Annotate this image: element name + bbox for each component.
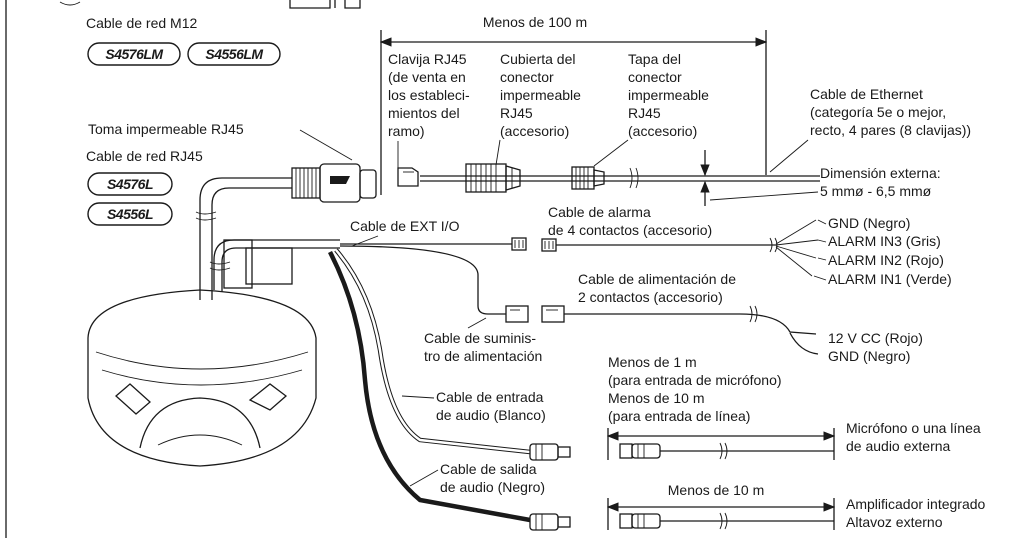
svg-text:Cable de salida: Cable de salida — [440, 461, 537, 477]
svg-text:conector: conector — [500, 69, 554, 85]
svg-text:Menos de 1 m: Menos de 1 m — [608, 354, 697, 370]
svg-text:Amplificador integrado: Amplificador integrado — [846, 496, 986, 512]
rj45-socket-label: Toma impermeable RJ45 — [88, 121, 244, 137]
svg-text:de 4 contactos (accesorio): de 4 contactos (accesorio) — [548, 222, 712, 238]
power-wire-labels: 12 V CC (Rojo) GND (Negro) — [828, 330, 923, 364]
cap-label: Tapa del conector impermeable RJ45 (acce… — [628, 51, 709, 139]
badge-rj45-2: S4556L — [107, 206, 153, 222]
power-connector-icon — [541, 305, 565, 323]
m12-cable-label: Cable de red M12 — [86, 15, 198, 31]
svg-text:impermeable: impermeable — [500, 87, 581, 103]
svg-text:(categoría 5e o mejor,: (categoría 5e o mejor, — [810, 104, 946, 120]
badge-outline-m12-1 — [87, 42, 181, 66]
m12-badges: S4576LM S4556LM — [87, 42, 281, 66]
svg-text:conector: conector — [628, 69, 682, 85]
svg-text:de audio (Negro): de audio (Negro) — [440, 479, 545, 495]
power-supply-label: Cable de suminis- tro de alimentación — [424, 330, 542, 364]
badge-rj45-1: S4576L — [107, 176, 153, 192]
power-cable-acc-label: Cable de alimentación de 2 contactos (ac… — [578, 271, 736, 305]
svg-text:Altavoz externo: Altavoz externo — [846, 514, 943, 530]
ethernet-cable-label: Cable de Ethernet (categoría 5e o mejor,… — [810, 86, 971, 138]
svg-text:(para entrada de micrófono): (para entrada de micrófono) — [608, 372, 782, 388]
svg-text:ALARM IN2 (Rojo): ALARM IN2 (Rojo) — [828, 252, 944, 268]
svg-text:impermeable: impermeable — [628, 87, 709, 103]
rj45-plug-label: Clavija RJ45 (de venta en los estableci-… — [388, 51, 470, 139]
svg-text:tro de alimentación: tro de alimentación — [424, 348, 542, 364]
svg-text:ALARM IN3 (Gris): ALARM IN3 (Gris) — [828, 233, 941, 249]
amp-target-label: Amplificador integrado Altavoz externo — [846, 496, 986, 530]
svg-text:GND (Negro): GND (Negro) — [828, 215, 910, 231]
svg-text:Cable de Ethernet: Cable de Ethernet — [810, 86, 923, 102]
svg-text:recto, 4 pares (8 clavijas)): recto, 4 pares (8 clavijas)) — [810, 122, 971, 138]
rj45-cable — [195, 163, 377, 300]
rj45-plug-icon — [397, 167, 419, 187]
svg-text:GND (Negro): GND (Negro) — [828, 348, 910, 364]
svg-text:ramo): ramo) — [388, 123, 425, 139]
badge-outline-m12-2 — [187, 42, 281, 66]
connector-cover-icon — [465, 163, 521, 193]
svg-text:Menos de 10 m: Menos de 10 m — [608, 390, 705, 406]
rj45-badges: S4576L S4556L — [87, 172, 173, 226]
audio-in-label: Cable de entrada de audio (Blanco) — [436, 389, 546, 423]
ethernet-cable — [397, 163, 820, 193]
svg-text:Micrófono o una línea: Micrófono o una línea — [846, 420, 981, 436]
audio-in-connector-icon — [529, 443, 571, 461]
mic-length-label: Menos de 1 m (para entrada de micrófono)… — [608, 354, 782, 424]
svg-text:RJ45: RJ45 — [500, 105, 533, 121]
svg-text:Dimensión externa:: Dimensión externa: — [820, 165, 941, 181]
svg-text:Cubierta del: Cubierta del — [500, 51, 576, 67]
alarm-cable-label: Cable de alarma de 4 contactos (accesori… — [548, 204, 712, 238]
svg-text:RJ45: RJ45 — [628, 105, 661, 121]
svg-text:Cable de alarma: Cable de alarma — [548, 204, 651, 220]
top-connector-partial — [59, 0, 361, 9]
svg-text:12 V CC (Rojo): 12 V CC (Rojo) — [828, 330, 923, 346]
rj45-cable-label: Cable de red RJ45 — [86, 148, 203, 164]
audio-out-label: Cable de salida de audio (Negro) — [440, 461, 545, 495]
amp-plug-icon — [619, 512, 834, 530]
svg-text:de audio externa: de audio externa — [846, 438, 951, 454]
svg-text:los estableci-: los estableci- — [388, 87, 470, 103]
svg-text:Tapa del: Tapa del — [628, 51, 681, 67]
badge-m12-2: S4556LM — [205, 46, 263, 62]
svg-text:Cable de alimentación de: Cable de alimentación de — [578, 271, 736, 287]
badge-m12-1: S4576LM — [105, 46, 163, 62]
svg-text:(accesorio): (accesorio) — [500, 123, 569, 139]
svg-text:Cable de entrada: Cable de entrada — [436, 389, 544, 405]
connector-cap-icon — [571, 166, 605, 190]
svg-text:Clavija RJ45: Clavija RJ45 — [388, 51, 467, 67]
audio-out-connector-icon — [529, 513, 571, 531]
cover-label: Cubierta del conector impermeable RJ45 (… — [500, 51, 581, 139]
svg-text:2 contactos (accesorio): 2 contactos (accesorio) — [578, 289, 723, 305]
svg-text:ALARM IN1 (Verde): ALARM IN1 (Verde) — [828, 271, 952, 287]
dimension-label: Dimensión externa: 5 mmø - 6,5 mmø — [820, 165, 941, 199]
dome-camera-icon — [87, 239, 340, 467]
less-100m-label: Menos de 100 m — [483, 14, 587, 30]
mic-target-label: Micrófono o una línea de audio externa — [846, 420, 981, 454]
less-10m-label: Menos de 10 m — [668, 482, 765, 498]
mic-plug-icon — [619, 442, 834, 460]
svg-text:5 mmø - 6,5 mmø: 5 mmø - 6,5 mmø — [820, 183, 932, 199]
svg-text:Cable de suminis-: Cable de suminis- — [424, 330, 536, 346]
svg-text:de audio (Blanco): de audio (Blanco) — [436, 407, 546, 423]
alarm-wires — [775, 219, 819, 277]
ext-io-wires — [328, 237, 531, 523]
alarm-wire-labels: GND (Negro) ALARM IN3 (Gris) ALARM IN2 (… — [828, 215, 952, 287]
svg-text:(accesorio): (accesorio) — [628, 123, 697, 139]
svg-text:(para entrada de línea): (para entrada de línea) — [608, 408, 750, 424]
svg-text:(de venta en: (de venta en — [388, 69, 466, 85]
ext-io-label: Cable de EXT I/O — [350, 218, 460, 234]
svg-text:mientos del: mientos del — [388, 105, 460, 121]
